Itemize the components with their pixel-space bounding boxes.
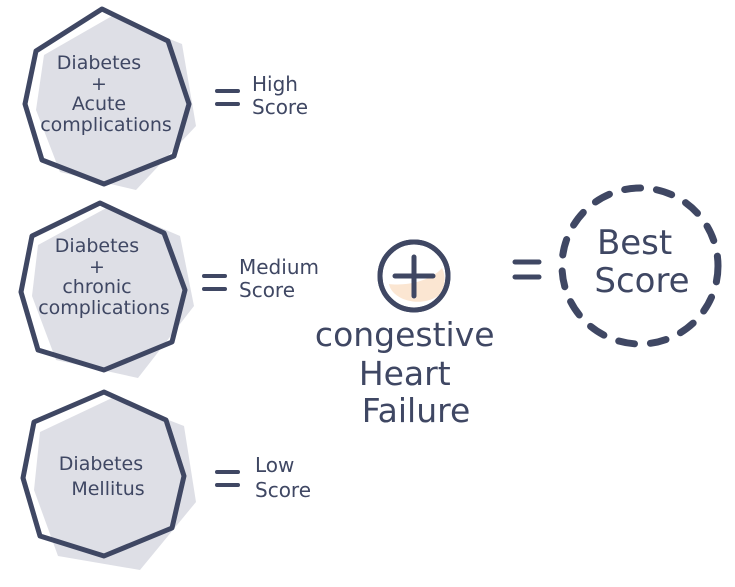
score-medium-line-1: Medium xyxy=(239,255,319,279)
hexagon-2-label: Diabetes + chronic complications xyxy=(38,235,170,319)
hexagon-3-line-2: Mellitus xyxy=(71,478,144,500)
score-label-medium: Medium Score xyxy=(239,255,325,302)
hexagon-3-line-1: Diabetes xyxy=(59,453,143,475)
hexagon-1-line-4: complications xyxy=(40,114,172,136)
hexagon-1-label: Diabetes + Acute complications xyxy=(40,52,172,136)
hexagon-1-line-3: Acute xyxy=(72,93,126,115)
condition-line-1: congestive xyxy=(315,315,495,354)
best-score-line-2: Score xyxy=(594,261,689,301)
hexagon-acute-complications: Diabetes + Acute complications xyxy=(22,6,196,190)
best-score-line-1: Best xyxy=(597,223,672,263)
hexagon-chronic-complications: Diabetes + chronic complications xyxy=(18,200,194,378)
hexagon-diabetes-mellitus: Diabetes Mellitus xyxy=(20,389,196,570)
equals-sign-1 xyxy=(215,89,240,106)
score-label-high: High Score xyxy=(252,72,308,119)
equals-sign-3 xyxy=(215,470,240,487)
score-label-low: Low Score xyxy=(255,453,311,502)
hexagon-2-line-2: + xyxy=(89,256,105,278)
condition-label: congestive Heart Failure xyxy=(315,315,505,430)
hexagon-2-line-1: Diabetes xyxy=(55,235,139,257)
best-score-circle: Best Score xyxy=(558,184,722,348)
score-low-line-1: Low xyxy=(255,453,294,477)
hexagon-1-line-1: Diabetes xyxy=(57,52,141,74)
hexagon-1-line-2: + xyxy=(91,73,107,95)
hexagon-2-line-3: chronic xyxy=(62,276,131,298)
score-high-line-1: High xyxy=(252,72,298,96)
best-score-label: Best Score xyxy=(594,223,689,301)
score-low-line-2: Score xyxy=(255,478,311,502)
condition-line-3: Failure xyxy=(362,391,471,430)
plus-circle xyxy=(377,239,451,313)
hexagon-3-label: Diabetes Mellitus xyxy=(59,453,149,500)
hexagon-2-line-4: complications xyxy=(38,297,170,319)
condition-line-2: Heart xyxy=(359,354,451,393)
score-high-line-2: Score xyxy=(252,95,308,119)
score-medium-line-2: Score xyxy=(239,278,295,302)
equals-sign-result xyxy=(512,259,542,280)
equals-sign-2 xyxy=(202,274,227,291)
